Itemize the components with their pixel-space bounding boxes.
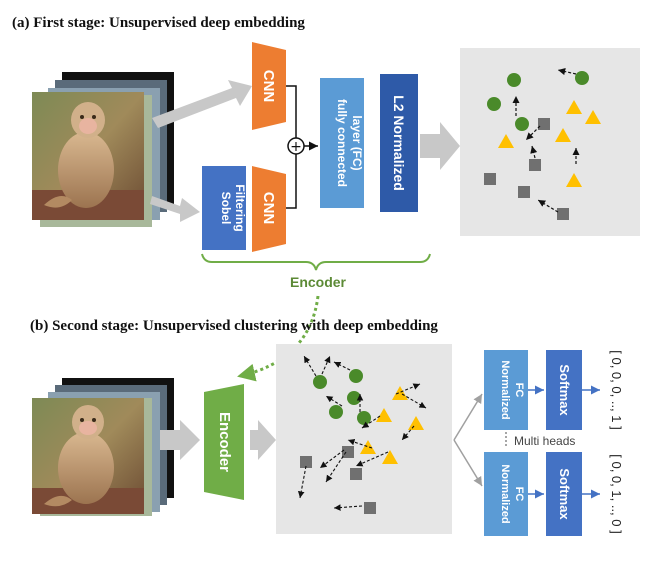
head-2-fc-line2: FC (513, 487, 525, 502)
encoder-caption: Encoder (290, 274, 347, 290)
arrow-to-sobel (150, 196, 200, 222)
yellow-triangle-point (392, 386, 408, 400)
green-circle-point (515, 117, 529, 131)
head-1-fc-line1: Normalized (499, 360, 511, 419)
yellow-triangle-point (566, 173, 582, 187)
encoder-transfer-arrow (237, 295, 320, 382)
arrow-to-cnn (152, 80, 252, 128)
sobel-label-line1: Sobel (219, 192, 233, 225)
green-circle-point (507, 73, 521, 87)
plus-sign: + (290, 139, 302, 155)
gray-square-point (300, 456, 312, 468)
encoder-block: Encoder (204, 384, 244, 500)
yellow-triangle-point (555, 128, 571, 142)
head-2-normalized-fc (484, 452, 528, 536)
multi-heads-label: Multi heads (514, 434, 575, 448)
arrow-to-embedding-a (420, 122, 460, 170)
yellow-triangle-point (376, 408, 392, 422)
green-circle-point (329, 405, 343, 419)
head-2: Normalized FC Softmax [ 0, 0, 1, .., 0 ] (484, 452, 624, 536)
cnn-top-label: CNN (260, 70, 277, 103)
embedding-panel-b (276, 344, 452, 534)
gray-square-point (364, 502, 376, 514)
head-2-output: [ 0, 0, 1, .., 0 ] (609, 454, 624, 534)
yellow-triangle-point (408, 416, 424, 430)
head-1: Normalized FC Softmax [ 0, 0, 0, .., 1 ] (484, 350, 624, 430)
head-2-softmax (546, 452, 582, 536)
head-1-output: [ 0, 0, 0, .., 1 ] (609, 350, 624, 430)
green-circle-point (357, 411, 371, 425)
merge-connectors: + (286, 85, 318, 209)
head-1-softmax (546, 350, 582, 430)
green-circle-point (487, 97, 501, 111)
encoder-brace (201, 253, 431, 271)
cnn-top-block: CNN (252, 42, 286, 130)
stage-b-title: (b) Second stage: Unsupervised clusterin… (30, 318, 438, 334)
green-circle-point (349, 369, 363, 383)
head-1-normalized-fc (484, 350, 528, 430)
head-1-softmax-label: Softmax (557, 364, 572, 416)
encoder-block-label: Encoder (216, 412, 233, 472)
head-2-fc-line1: Normalized (499, 464, 511, 523)
sobel-filter-block: Sobel Filtering (202, 166, 247, 250)
green-circle-point (313, 375, 327, 389)
monkey-photo-stack-a (32, 72, 174, 227)
cnn-bottom-block: CNN (252, 166, 286, 252)
stage-a-title: (a) First stage: Unsupervised deep embed… (12, 15, 305, 31)
l2-label: L2 Normalized (391, 95, 407, 191)
arrow-to-encoder (160, 420, 200, 460)
gray-square-point (557, 208, 569, 220)
green-circle-point (575, 71, 589, 85)
yellow-triangle-point (382, 450, 398, 464)
arrow-to-embedding-b (250, 420, 276, 460)
cnn-bottom-label: CNN (260, 192, 277, 225)
gray-square-point (342, 446, 354, 458)
yellow-triangle-point (360, 440, 376, 454)
gray-square-point (518, 186, 530, 198)
gray-square-point (529, 159, 541, 171)
head-2-softmax-label: Softmax (557, 468, 572, 520)
head-1-fc-line2: FC (513, 383, 525, 398)
fc-label-line1: fully connected (335, 99, 349, 187)
fc-layer-block: fully connected layer (FC) (320, 78, 364, 208)
sobel-label-line2: Filtering (233, 184, 247, 231)
gray-square-point (538, 118, 550, 130)
l2-normalized-block: L2 Normalized (380, 74, 418, 212)
fc-label-line2: layer (FC) (350, 115, 364, 170)
head-split-arrows (453, 393, 483, 487)
yellow-triangle-point (498, 134, 514, 148)
gray-square-point (484, 173, 496, 185)
yellow-triangle-point (585, 110, 601, 124)
gray-square-point (350, 468, 362, 480)
monkey-photo-stack-b (32, 378, 174, 516)
embedding-panel-a (460, 48, 640, 236)
yellow-triangle-point (566, 100, 582, 114)
green-circle-point (347, 391, 361, 405)
